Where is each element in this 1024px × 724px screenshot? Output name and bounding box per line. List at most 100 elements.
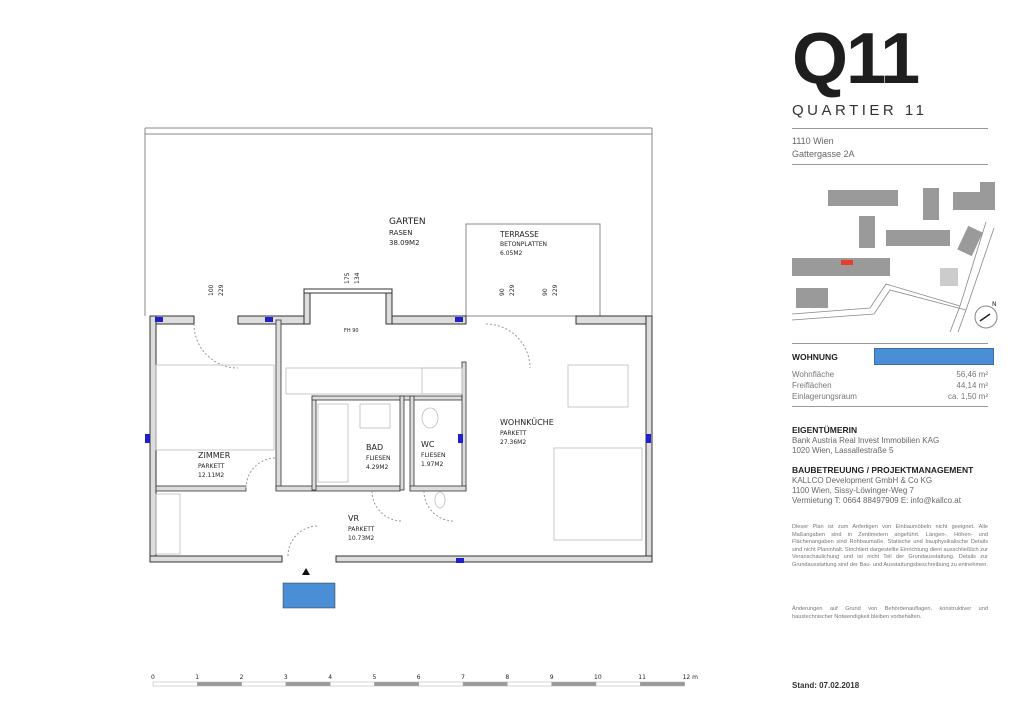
scale-segment — [329, 681, 375, 687]
management-heading: BAUBETREUUNG / PROJEKTMANAGEMENT — [792, 465, 974, 475]
disclaimer-changes: Änderungen auf Grund von Behördenauflage… — [792, 606, 988, 620]
garden-boundary — [144, 127, 653, 316]
apartment-color-bar — [874, 348, 994, 365]
scale-segment — [551, 681, 597, 687]
scale-segment — [640, 681, 685, 687]
dim: 134 — [354, 272, 361, 284]
management-line: KALLCO Development GmbH & Co KG — [792, 476, 933, 485]
scale-segment — [285, 681, 331, 687]
divider — [792, 406, 988, 407]
svg-text:PARKETT: PARKETT — [348, 526, 375, 533]
svg-text:TERRASSE: TERRASSE — [499, 230, 539, 239]
management-line: 1100 Wien, Sissy-Löwinger-Weg 7 — [792, 486, 914, 495]
scale-tick-label: 4 — [328, 674, 332, 681]
terrace-area — [465, 223, 601, 317]
scale-tick-label: 9 — [550, 674, 554, 681]
scale-tick-label: 7 — [461, 674, 465, 681]
scale-tick-label: 6 — [417, 674, 421, 681]
svg-text:RASEN: RASEN — [389, 229, 412, 237]
scale-segment — [507, 681, 552, 687]
scale-segment — [152, 681, 198, 687]
room-wohnkueche: WOHNKÜCHE PARKETT 27.36M2 — [500, 417, 554, 446]
scale-tick-label: 5 — [373, 674, 377, 681]
scale-segment — [595, 681, 641, 687]
dim: 175 — [344, 272, 351, 284]
scale-tick-label: 3 — [284, 674, 288, 681]
dim: 229 — [218, 284, 225, 296]
dim: 229 — [552, 284, 559, 296]
svg-text:12.11M2: 12.11M2 — [198, 472, 224, 479]
door-swings — [193, 323, 531, 557]
svg-text:GARTEN: GARTEN — [389, 217, 426, 227]
scale-segment — [241, 681, 287, 687]
room-terrasse: TERRASSE BETONPLATTEN 6.05M2 — [499, 230, 547, 257]
svg-text:BAD: BAD — [366, 443, 383, 452]
wall-markers — [145, 317, 651, 563]
divider — [792, 343, 988, 344]
scale-tick-label: 12 m — [683, 674, 699, 681]
scale-segment — [418, 681, 464, 687]
svg-text:1.97M2: 1.97M2 — [421, 461, 444, 468]
management-line: Vermietung T: 0664 88497909 E: info@kall… — [792, 496, 961, 505]
divider — [792, 128, 988, 129]
dim: 100 — [208, 284, 215, 296]
scale-bar: 0 1 2 3 4 5 6 7 8 9 10 11 12 m — [151, 674, 699, 687]
scale-tick-label: 8 — [505, 674, 509, 681]
room-bad: BAD FLIESEN 4.29M2 — [366, 443, 390, 471]
owner-line: 1020 Wien, Lassallestraße 5 — [792, 446, 894, 455]
date-stamp: Stand: 07.02.2018 — [792, 681, 860, 690]
room-zimmer: ZIMMER PARKETT 12.11M2 — [198, 451, 231, 479]
svg-text:ZIMMER: ZIMMER — [198, 451, 231, 460]
dim: 90 — [499, 288, 506, 296]
svg-text:PARKETT: PARKETT — [500, 430, 527, 437]
furniture — [155, 364, 643, 555]
scale-segment — [462, 681, 508, 687]
north-label: N — [992, 301, 997, 308]
floor-plan: 100 229 175 134 90 229 90 229 FH 90 GART… — [144, 127, 699, 687]
interior-walls — [155, 319, 467, 492]
owner-line: Bank Austria Real Invest Immobilien KAG — [792, 436, 940, 445]
scale-segment — [197, 681, 242, 687]
svg-text:10.73M2: 10.73M2 — [348, 535, 374, 542]
fh-label: FH 90 — [344, 328, 359, 334]
entrance-marker — [282, 582, 336, 609]
room-garten: GARTEN RASEN 38.09M2 — [389, 217, 426, 247]
owner-heading: EIGENTÜMERIN — [792, 425, 858, 435]
scale-tick-label: 2 — [240, 674, 244, 681]
apartment-heading: WOHNUNG — [792, 352, 838, 362]
svg-text:27.36M2: 27.36M2 — [500, 439, 526, 446]
scale-tick-label: 10 — [594, 674, 602, 681]
scale-segment — [374, 681, 420, 687]
room-vr: VR PARKETT 10.73M2 — [348, 514, 375, 542]
divider — [792, 164, 988, 165]
svg-text:FLIESEN: FLIESEN — [366, 455, 390, 462]
apartment-location — [841, 260, 853, 265]
scale-tick-label: 1 — [195, 674, 199, 681]
svg-text:PARKETT: PARKETT — [198, 463, 225, 470]
dim: 90 — [542, 288, 549, 296]
address-line1: 1110 Wien — [792, 136, 834, 146]
svg-text:WOHNKÜCHE: WOHNKÜCHE — [500, 417, 554, 427]
north-arrow-icon — [974, 305, 998, 329]
location-map: N — [791, 182, 998, 332]
entrance-arrow-icon — [302, 568, 310, 575]
svg-text:4.29M2: 4.29M2 — [366, 464, 389, 471]
logo: Q11 — [792, 19, 920, 99]
dim: 229 — [509, 284, 516, 296]
svg-text:VR: VR — [348, 514, 359, 523]
room-wc: WC FLIESEN 1.97M2 — [421, 440, 445, 468]
logo-subtitle: QUARTIER 11 — [792, 102, 928, 119]
scale-tick-label: 0 — [151, 674, 155, 681]
svg-text:FLIESEN: FLIESEN — [421, 452, 445, 459]
address-line2: Gattergasse 2A — [792, 149, 855, 159]
svg-text:WC: WC — [421, 440, 435, 449]
disclaimer: Dieser Plan ist zum Anfertigen von Einba… — [792, 524, 988, 568]
svg-text:38.09M2: 38.09M2 — [389, 239, 420, 247]
svg-text:6.05M2: 6.05M2 — [500, 250, 523, 257]
scale-tick-label: 11 — [638, 674, 646, 681]
svg-text:BETONPLATTEN: BETONPLATTEN — [500, 241, 547, 248]
